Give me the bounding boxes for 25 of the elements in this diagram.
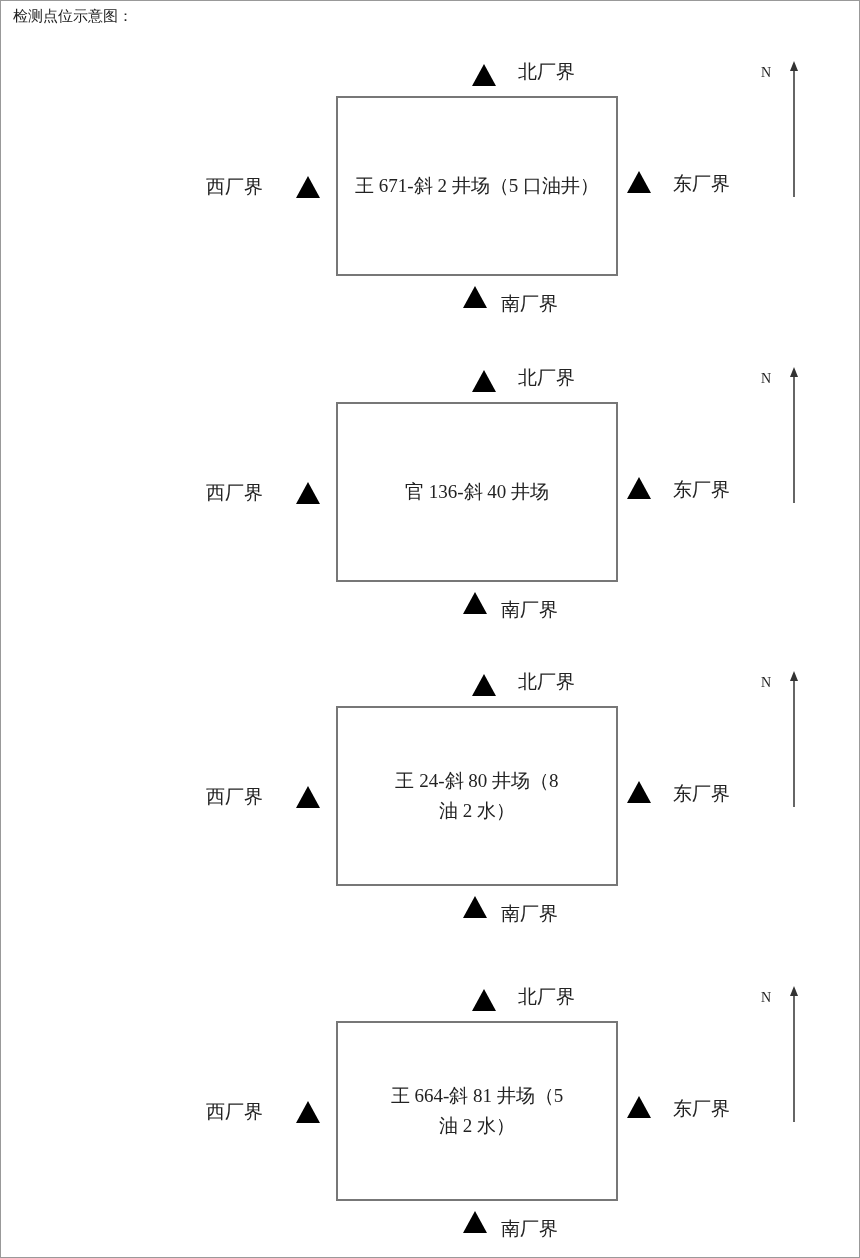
boundary-label: 北厂界 xyxy=(518,985,575,1009)
boundary-label: 南厂界 xyxy=(501,292,558,316)
boundary-label: 东厂界 xyxy=(673,782,730,806)
boundary-label: 东厂界 xyxy=(673,1097,730,1121)
north-label: N xyxy=(761,65,772,81)
boundary-label: 西厂界 xyxy=(206,785,263,809)
well-site-box: 王 664-斜 81 井场（5 油 2 水） xyxy=(336,1021,618,1201)
boundary-label: 西厂界 xyxy=(206,481,263,505)
boundary-label: 北厂界 xyxy=(518,366,575,390)
boundary-label: 西厂界 xyxy=(206,175,263,199)
boundary-label: 东厂界 xyxy=(673,172,730,196)
north-label: N xyxy=(761,371,772,387)
boundary-label: 东厂界 xyxy=(673,478,730,502)
boundary-label: 南厂界 xyxy=(501,902,558,926)
well-site-box: 王 671-斜 2 井场（5 口油井） xyxy=(336,96,618,276)
boundary-label: 西厂界 xyxy=(206,1100,263,1124)
north-label: N xyxy=(761,990,772,1006)
well-site-box: 王 24-斜 80 井场（8 油 2 水） xyxy=(336,706,618,886)
title: 检测点位示意图： xyxy=(13,7,133,26)
boundary-label: 南厂界 xyxy=(501,598,558,622)
boundary-label: 北厂界 xyxy=(518,670,575,694)
well-site-box: 官 136-斜 40 井场 xyxy=(336,402,618,582)
boundary-label: 南厂界 xyxy=(501,1217,558,1241)
boundary-label: 北厂界 xyxy=(518,60,575,84)
north-label: N xyxy=(761,675,772,691)
